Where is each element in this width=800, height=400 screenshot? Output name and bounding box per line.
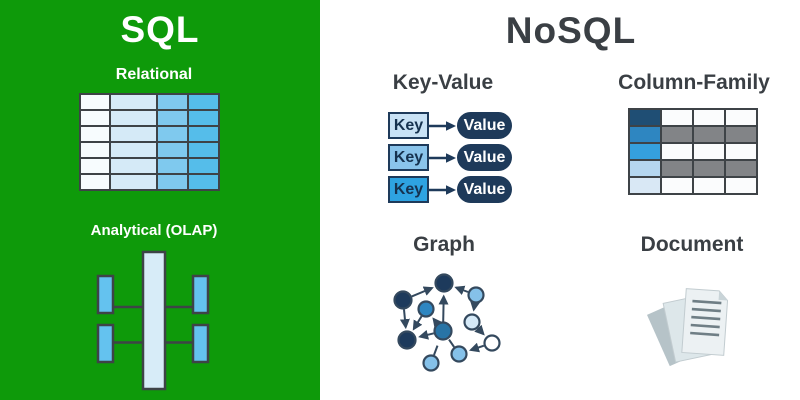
relational-table-icon	[79, 93, 220, 191]
graph-heading: Graph	[413, 233, 475, 256]
cell	[189, 159, 218, 173]
arrow-right-icon	[429, 152, 456, 163]
key-value-heading: Key-Value	[392, 71, 494, 94]
cell	[694, 144, 724, 159]
cell	[662, 144, 692, 159]
relational-label: Relational	[115, 66, 193, 83]
cell	[81, 95, 109, 109]
cell	[111, 95, 156, 109]
cell	[158, 95, 187, 109]
cell	[111, 159, 156, 173]
cell	[158, 175, 187, 189]
document-stack-icon	[646, 288, 729, 367]
column-family-heading: Column-Family	[618, 71, 770, 94]
key-value-row: Key Value	[388, 112, 512, 139]
cell	[158, 127, 187, 141]
cell	[694, 161, 724, 176]
sql-panel: SQL Relational Analytical (OLAP)	[0, 0, 320, 400]
key-value-row: Key Value	[388, 176, 512, 203]
cell	[81, 143, 109, 157]
nosql-title: NoSQL	[505, 10, 637, 51]
cell	[726, 127, 756, 142]
cell	[189, 143, 218, 157]
value-pill: Value	[457, 112, 512, 139]
cell	[158, 143, 187, 157]
cell	[189, 111, 218, 125]
cell	[630, 178, 660, 193]
cell	[189, 95, 218, 109]
cell	[662, 127, 692, 142]
cell	[81, 127, 109, 141]
value-pill: Value	[457, 144, 512, 171]
cell	[630, 110, 660, 125]
arrow-right-icon	[429, 120, 456, 131]
cell	[630, 161, 660, 176]
key-box: Key	[388, 144, 429, 171]
cell	[111, 175, 156, 189]
value-pill: Value	[457, 176, 512, 203]
column-family-table-icon	[628, 108, 758, 195]
cell	[189, 127, 218, 141]
cell	[189, 175, 218, 189]
key-value-row: Key Value	[388, 144, 512, 171]
sql-title: SQL	[120, 9, 200, 50]
cell	[662, 161, 692, 176]
graph-network-icon	[393, 273, 501, 372]
arrow-right-icon	[429, 184, 456, 195]
cell	[694, 127, 724, 142]
cell	[158, 111, 187, 125]
cell	[726, 144, 756, 159]
key-box: Key	[388, 176, 429, 203]
cell	[694, 178, 724, 193]
key-box: Key	[388, 112, 429, 139]
cell	[81, 175, 109, 189]
cell	[726, 161, 756, 176]
cell	[81, 159, 109, 173]
cell	[111, 111, 156, 125]
cell	[111, 143, 156, 157]
cell	[81, 111, 109, 125]
cell	[111, 127, 156, 141]
cell	[630, 127, 660, 142]
cell	[662, 110, 692, 125]
cell	[726, 178, 756, 193]
document-heading: Document	[640, 233, 744, 256]
cell	[158, 159, 187, 173]
cell	[662, 178, 692, 193]
cell	[694, 110, 724, 125]
olap-star-schema-icon	[96, 250, 210, 391]
olap-label: Analytical (OLAP)	[90, 222, 218, 239]
cell	[726, 110, 756, 125]
cell	[630, 144, 660, 159]
